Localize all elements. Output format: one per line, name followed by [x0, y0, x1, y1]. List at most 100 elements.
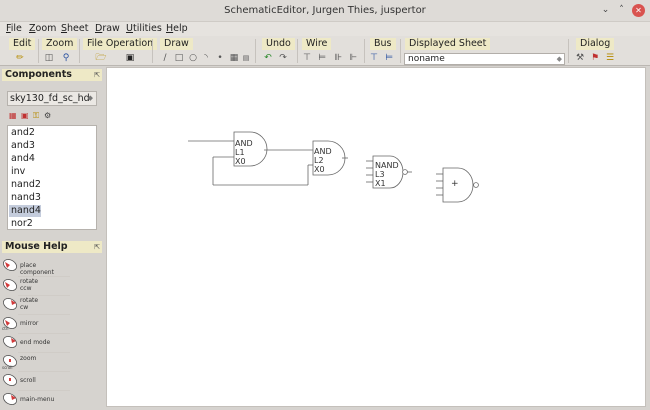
divider [18, 314, 70, 315]
list-item[interactable]: and3 [11, 140, 35, 151]
mouse-help-row: main-menu [2, 390, 70, 408]
redo-icon[interactable]: ↷ [279, 53, 287, 63]
mouse-right-icon [3, 393, 17, 405]
save-icon[interactable]: ▣ [125, 53, 135, 63]
mouse-left-icon [3, 317, 17, 329]
dialog-settings-icon[interactable]: ⚒ [575, 53, 585, 63]
list-item[interactable]: nor2 [11, 218, 33, 229]
toolbar-separator [79, 39, 80, 63]
component-list: and2 and3 and4 inv nand2 nand3 nand4 nor… [7, 125, 97, 230]
menu-utilities[interactable]: Utilities [126, 23, 162, 34]
toolbar-separator [255, 39, 256, 63]
gate-type-label: NAND [375, 161, 399, 170]
undo-icon[interactable]: ↶ [264, 53, 272, 63]
draw-point-icon[interactable]: • [217, 53, 223, 63]
open-folder-icon[interactable]: 🗁 [95, 53, 107, 63]
group-draw: Draw [160, 38, 193, 50]
menu-draw[interactable]: Draw [95, 23, 120, 34]
close-icon[interactable]: ✕ [632, 4, 645, 17]
menu-help[interactable]: Help [166, 23, 188, 34]
wire-tool-4-icon[interactable]: ⊩ [349, 53, 357, 63]
toolbar-separator [297, 39, 298, 63]
list-item[interactable]: inv [11, 166, 26, 177]
library-settings-icon[interactable]: ⚙ [44, 111, 52, 120]
divider [18, 371, 70, 372]
divider [18, 390, 70, 391]
list-item[interactable]: nand2 [11, 179, 41, 190]
group-edit: Edit [9, 38, 36, 50]
gate-name-label: L2 [314, 156, 324, 165]
zoom-in-icon[interactable]: ⚲ [62, 53, 70, 63]
minimize-icon[interactable]: ⌄ [601, 5, 610, 15]
mouse-help-row: end mode [2, 333, 70, 352]
toolbar-separator [38, 39, 39, 63]
gate-type-label: AND [235, 139, 253, 148]
mouse-left-icon [3, 259, 17, 271]
mouse-left-icon [3, 279, 17, 291]
wire-tool-2-icon[interactable]: ⊨ [318, 53, 326, 63]
group-displayed-sheet: Displayed Sheet [405, 38, 491, 50]
left-panel: Components ⇱ sky130_fd_sc_hd ◆ ▦ ▣ ⚿ ⚙ a… [0, 67, 106, 410]
group-zoom: Zoom [42, 38, 78, 50]
float-panel-icon[interactable]: ⇱ [94, 71, 100, 79]
zoom-fit-icon[interactable]: ◫ [44, 53, 54, 63]
draw-rect-icon[interactable]: □ [174, 53, 184, 63]
group-wire: Wire [302, 38, 332, 50]
draw-label-icon[interactable]: ▤ [242, 54, 250, 62]
dialog-flag-icon[interactable]: ⚑ [590, 53, 600, 63]
gate-name-label: L1 [235, 148, 245, 157]
displayed-sheet-select[interactable]: noname ◆ [404, 53, 565, 65]
draw-text-icon[interactable]: ▦ [229, 53, 239, 63]
mouse-help-row: scroll zoom [2, 352, 70, 371]
divider [18, 333, 70, 334]
divider [18, 295, 70, 296]
gate-name-label: L3 [375, 170, 385, 179]
menu-file[interactable]: File [6, 23, 22, 34]
gate-instance-label: X1 [375, 179, 386, 188]
inverter-bubble [402, 169, 408, 175]
window-title: SchematicEditor, Jurgen Thies, juspertor [224, 5, 426, 16]
divider [18, 352, 70, 353]
title-bar: SchematicEditor, Jurgen Thies, juspertor… [0, 0, 650, 22]
maximize-icon[interactable]: ˄ [619, 5, 624, 15]
schematic-drawing [188, 131, 479, 203]
edit-tool-icon[interactable]: ✏ [16, 53, 24, 63]
menu-sheet[interactable]: Sheet [61, 23, 89, 34]
and-gate-l2[interactable] [312, 140, 346, 176]
components-header: Components ⇱ [2, 69, 102, 81]
schematic-canvas[interactable]: AND L1 X0 AND L2 X0 NAND L3 X1 + [106, 67, 646, 407]
mouse-help-row: rotate cw [2, 295, 70, 314]
draw-arc-icon[interactable]: ◝ [204, 53, 208, 63]
library-select[interactable]: sky130_fd_sc_hd ◆ [7, 91, 97, 106]
group-file-operation: File Operation [83, 38, 158, 50]
float-panel-icon[interactable]: ⇱ [94, 243, 100, 251]
list-item[interactable]: and2 [11, 127, 35, 138]
gate-type-label: AND [314, 147, 332, 156]
list-item-selected[interactable]: nand4 [9, 205, 41, 217]
library-key-icon[interactable]: ⚿ [33, 111, 40, 120]
wire-tool-1-icon[interactable]: ⊤ [303, 53, 311, 63]
list-item[interactable]: and4 [11, 153, 35, 164]
wire-tool-3-icon[interactable]: ⊪ [334, 53, 342, 63]
chevron-down-icon: ◆ [556, 55, 562, 63]
gate-instance-label: X0 [235, 157, 246, 166]
library-remove-icon[interactable]: ▣ [21, 111, 29, 120]
toolbar-separator [568, 39, 569, 63]
and-gate-l1[interactable] [233, 131, 268, 167]
mouse-help-header: Mouse Help ⇱ [2, 241, 102, 253]
inverter-bubble [473, 182, 479, 188]
gate-name-label: + [451, 179, 459, 189]
draw-circle-icon[interactable]: ○ [189, 53, 197, 63]
dialog-notes-icon[interactable]: ☰ [605, 53, 615, 63]
bus-tool-icon[interactable]: ⊤ [370, 53, 378, 63]
bus-entry-icon[interactable]: ⊨ [385, 53, 393, 63]
list-item[interactable]: nand3 [11, 192, 41, 203]
toolbar-separator [400, 39, 401, 63]
placing-gate[interactable] [442, 167, 474, 203]
menu-zoom[interactable]: Zoom [29, 23, 57, 34]
draw-line-icon[interactable]: ∕ [163, 53, 167, 63]
library-add-icon[interactable]: ▦ [9, 111, 17, 120]
mouse-right-icon [3, 336, 17, 348]
mouse-help-row: ctrl mirror [2, 314, 70, 333]
menu-bar: File Zoom Sheet Draw Utilities Help [0, 22, 650, 36]
